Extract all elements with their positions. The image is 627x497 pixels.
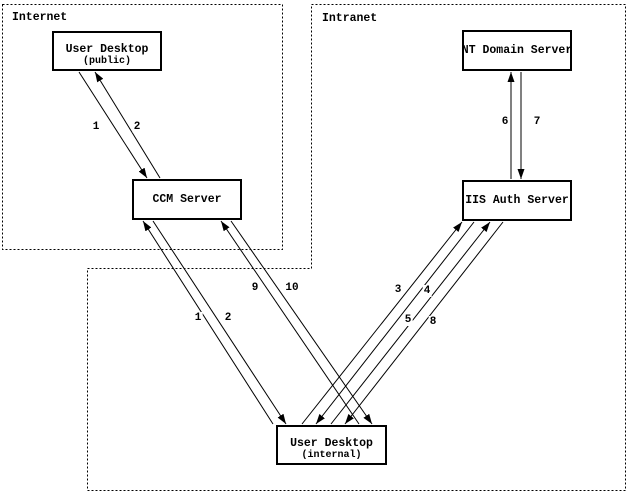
internet-zone-label: Internet xyxy=(12,11,68,24)
node-nt-domain-server: NT Domain Server xyxy=(462,30,572,71)
edge-9-internal-desktop-to-ccm xyxy=(220,220,360,425)
edge-1-internal-desktop-to-ccm xyxy=(142,220,274,425)
node-ccm-server-label: CCM Server xyxy=(152,193,222,206)
node-ccm-server: CCM Server xyxy=(132,179,242,220)
edge-4-iis-to-internal-desktop xyxy=(315,221,475,425)
edge-label-4-iis-internal: 4 xyxy=(422,285,432,297)
edge-label-5-internal-iis: 5 xyxy=(403,314,413,326)
edge-2-ccm-to-internal-desktop xyxy=(152,220,287,425)
edge-1-public-desktop-to-ccm xyxy=(78,71,148,179)
edge-label-3-internal-iis: 3 xyxy=(393,284,403,296)
node-iis-auth-server: IIS Auth Server xyxy=(462,180,572,221)
node-user-desktop-internal-label: User Desktop xyxy=(290,437,373,450)
intranet-zone-label: Intranet xyxy=(322,12,378,25)
edge-label-2-ccm-internal: 2 xyxy=(223,312,233,324)
edge-label-6-iis-nt: 6 xyxy=(500,116,510,128)
node-user-desktop-internal-sublabel: (internal) xyxy=(301,450,362,461)
edge-3-internal-desktop-to-iis xyxy=(301,221,463,425)
node-user-desktop-public: User Desktop (public) xyxy=(52,31,162,71)
edge-2-ccm-to-public-desktop xyxy=(94,71,161,179)
intranet-zone-border xyxy=(87,4,626,491)
edge-label-1-public-ccm: 1 xyxy=(91,121,101,133)
edge-label-7-nt-iis: 7 xyxy=(532,116,542,128)
node-iis-auth-server-label: IIS Auth Server xyxy=(465,194,569,207)
node-nt-domain-server-label: NT Domain Server xyxy=(461,44,573,57)
edge-8-iis-to-internal-desktop xyxy=(344,221,504,425)
internet-zone-border xyxy=(2,4,283,250)
node-user-desktop-public-label: User Desktop xyxy=(65,43,149,56)
edge-label-10-ccm-internal: 10 xyxy=(284,282,300,294)
edge-label-9-internal-ccm: 9 xyxy=(250,282,260,294)
edge-label-8-iis-internal: 8 xyxy=(428,316,438,328)
node-user-desktop-internal: User Desktop (internal) xyxy=(276,425,387,465)
node-user-desktop-public-sublabel: (public) xyxy=(82,56,131,67)
edge-label-1-internal-ccm: 1 xyxy=(193,312,203,324)
edge-label-2-ccm-public: 2 xyxy=(132,121,142,133)
edge-10-ccm-to-internal-desktop xyxy=(230,220,373,425)
